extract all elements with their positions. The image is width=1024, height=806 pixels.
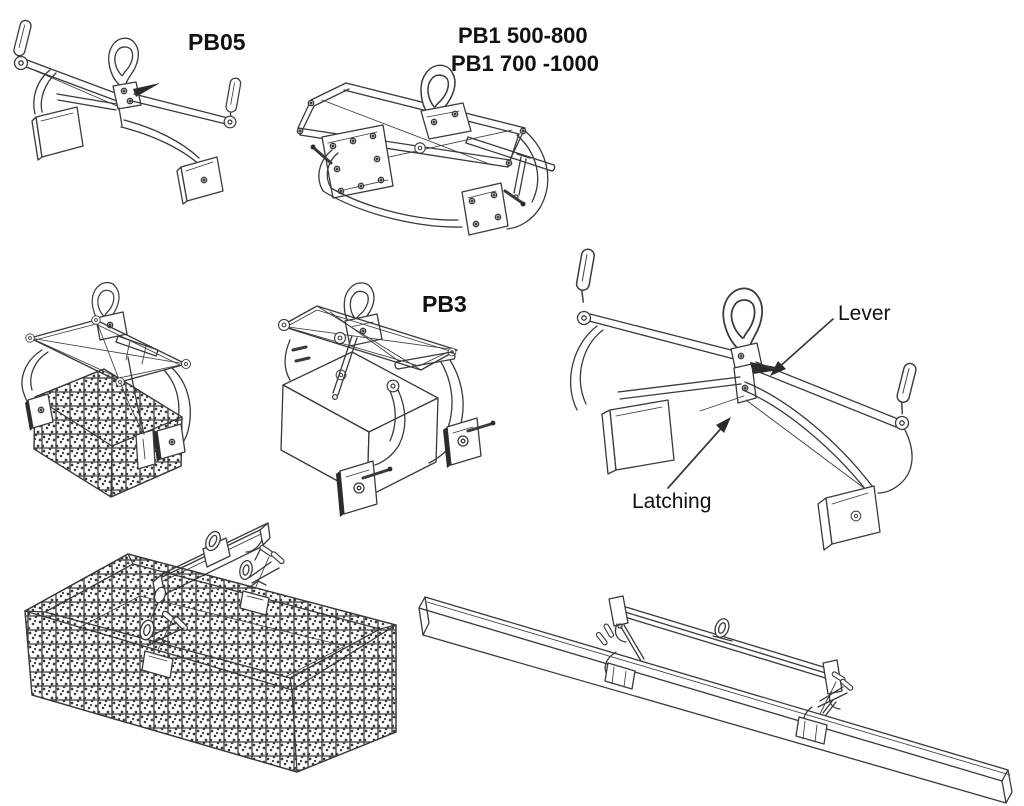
pb1-label-line1: PB1 500-800 [458, 23, 588, 48]
spreader-beam-long-beam-drawing [418, 595, 1013, 804]
pb1-clamp-drawing [296, 63, 556, 236]
pb05-clamp-drawing [9, 18, 243, 205]
lever-label: Lever [838, 302, 891, 325]
clamp-lifting-block-drawing [21, 281, 192, 498]
pb3-label: PB3 [422, 291, 467, 317]
clamp-lever-latching-detail-drawing [570, 247, 918, 551]
trough-clamp-right [239, 543, 286, 616]
pb05-label: PB05 [188, 29, 246, 55]
pb3-clamp-on-box-drawing [277, 281, 496, 517]
trough-clamp-left [139, 602, 190, 679]
latching-label: Latching [632, 490, 712, 513]
lever-arrow [770, 318, 834, 376]
beam-clamp-left [594, 622, 645, 690]
spreader-beam-trough-drawing [24, 522, 397, 773]
pb1-label-line2: PB1 700 -1000 [451, 51, 599, 76]
latching-arrow [667, 417, 731, 489]
beam-clamp-right [795, 670, 855, 745]
